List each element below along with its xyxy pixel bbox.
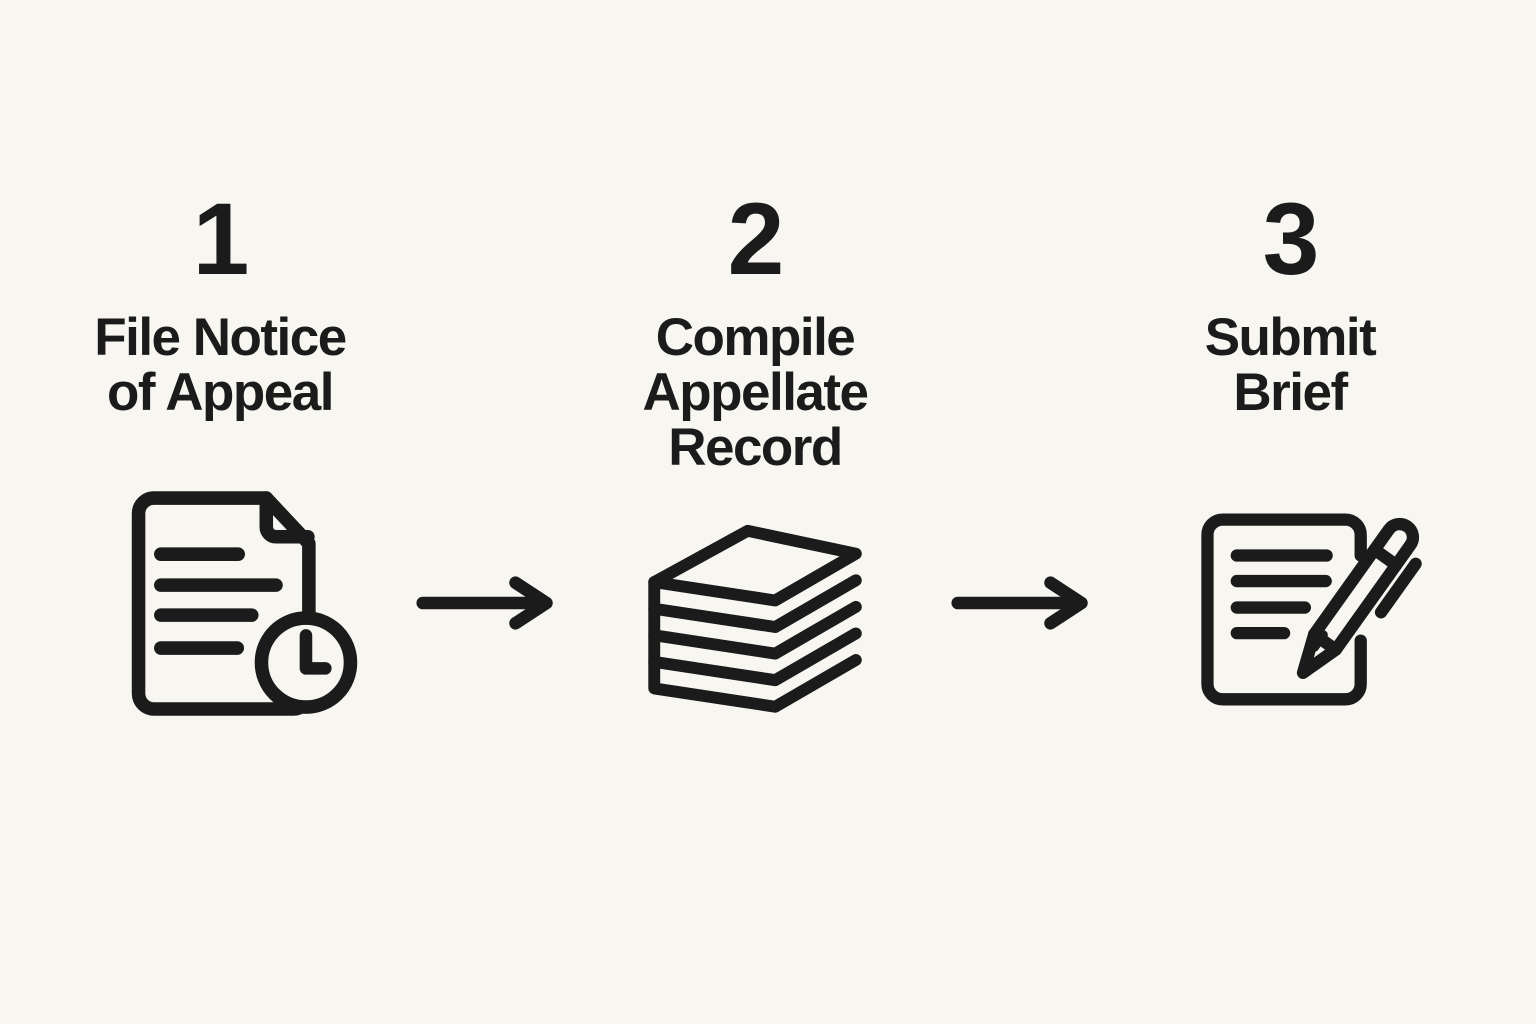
step-label: Compile Appellate Record [642, 308, 869, 477]
step-number: 1 [192, 182, 250, 296]
step-label: Submit Brief [1204, 308, 1377, 422]
flow-arrow-1 [415, 573, 560, 633]
icon-box [1179, 495, 1427, 722]
arrow-right-icon [416, 576, 553, 630]
stacked-papers-icon [647, 524, 862, 713]
pen-icon [1296, 517, 1422, 679]
flow-arrow-2 [950, 573, 1095, 633]
step-compile-appellate-record: 2 Compile Appellate Record [605, 188, 905, 715]
step-submit-brief: 3 Submit Brief [1140, 188, 1440, 722]
icon-box [125, 488, 365, 721]
icon-box [643, 518, 868, 715]
step-number: 2 [727, 182, 785, 296]
document-with-clock-icon [131, 491, 358, 716]
step-number: 3 [1262, 182, 1320, 296]
step-label: File Notice of Appeal [94, 308, 347, 422]
document-with-pen-icon [1201, 513, 1422, 706]
step-file-notice-of-appeal: 1 File Notice of Appeal [70, 188, 370, 721]
process-diagram: 1 File Notice of Appeal [70, 188, 1440, 722]
arrow-right-icon [951, 576, 1088, 630]
clock-hands [299, 629, 332, 675]
